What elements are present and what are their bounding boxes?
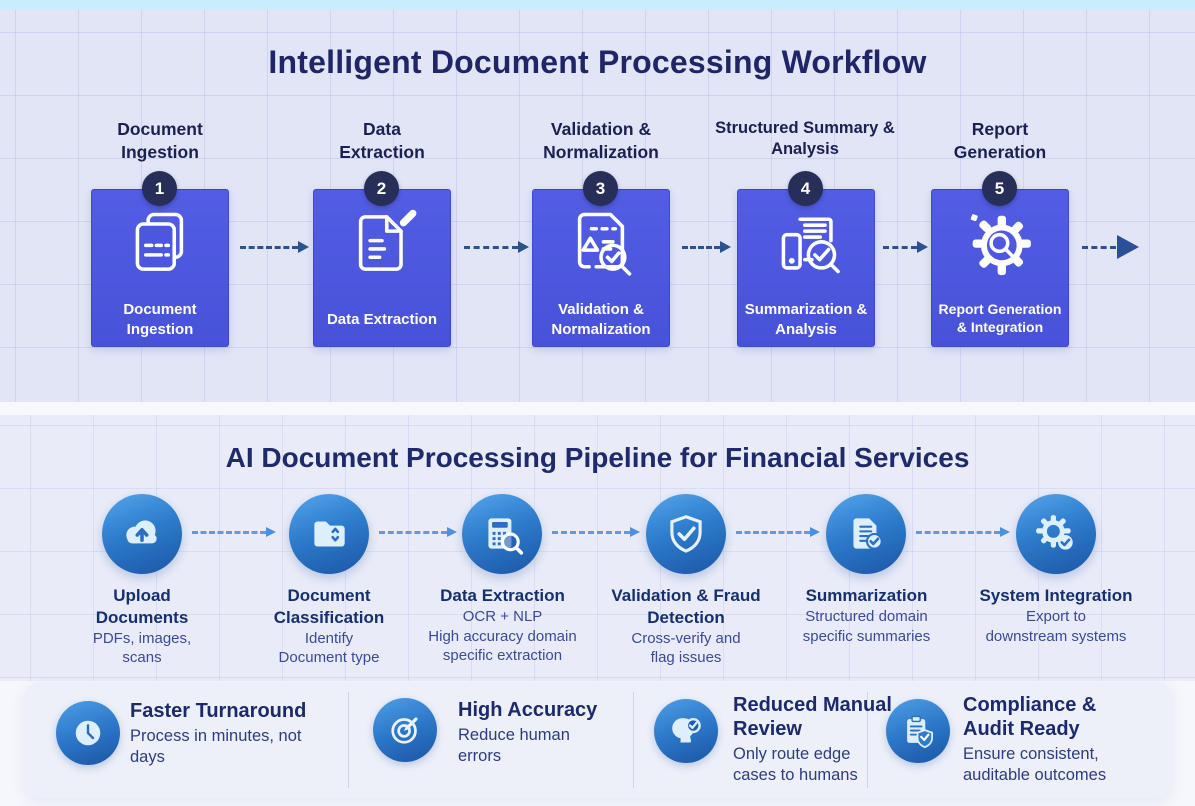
step-box-4 (737, 189, 875, 347)
head-check-icon (654, 699, 718, 763)
benefit-card-faster-turnaround: Faster Turnaround Process in minutes, no… (130, 699, 325, 768)
stage-title: System Integration (979, 586, 1133, 605)
benefit-card-reduced-review: Reduced Manual Review Only route edge ca… (733, 693, 908, 786)
stacked-documents-icon (91, 205, 229, 281)
stage-title: Data Extraction (440, 586, 565, 605)
stage-description: PDFs, images, scans (92, 629, 192, 667)
benefit-description: Process in minutes, not days (130, 727, 302, 767)
benefit-title: Faster Turnaround (130, 700, 307, 722)
step-box-label-4: Summarization & Analysis (744, 301, 868, 338)
pipeline-section-background (0, 415, 1195, 681)
step-box-label-1: Document Ingestion (123, 301, 197, 338)
stage-label-classification: Document Classification Identify Documen… (254, 585, 404, 668)
pipeline-arrow-2 (379, 527, 457, 537)
panel-divider (348, 692, 349, 788)
benefit-description: Ensure consistent, auditable outcomes (963, 745, 1107, 785)
stage-description: Structured domain specific summaries (802, 607, 931, 645)
step-number-badge-1: 1 (142, 171, 177, 206)
workflow-arrow-2 (464, 241, 529, 253)
stage-title: Document Classification (273, 586, 385, 627)
step-top-label-3: Validation & Normalization (543, 119, 659, 162)
benefit-description: Reduce human errors (458, 726, 570, 766)
benefit-card-compliance: Compliance & Audit Ready Ensure consiste… (963, 693, 1173, 786)
step-top-label-4: Structured Summary & Analysis (715, 119, 895, 159)
step-box-label-2: Data Extraction (326, 311, 438, 328)
pipeline-arrow-3 (552, 527, 640, 537)
shield-check-icon (646, 494, 726, 574)
step-number-badge-3: 3 (583, 171, 618, 206)
stage-label-extraction: Data Extraction OCR + NLP High accuracy … (410, 585, 595, 666)
step-top-label-2: Data Extraction (339, 119, 425, 162)
stage-label-integration: System Integration Export to downstream … (976, 585, 1136, 646)
stage-subtitle: OCR + NLP (462, 607, 543, 625)
step-number-badge-2: 2 (364, 171, 399, 206)
top-accent-strip (0, 0, 1195, 10)
devices-magnifier-icon (737, 205, 875, 281)
benefit-description: Only route edge cases to humans (733, 745, 858, 785)
workflow-arrow-3 (682, 241, 731, 253)
stage-description: Export to downstream systems (985, 607, 1127, 645)
folder-icon (289, 494, 369, 574)
target-icon (373, 698, 437, 762)
stage-description: Cross-verify and flag issues (631, 629, 741, 667)
stage-description: Identify Document type (278, 629, 380, 667)
gears-check-icon (1016, 494, 1096, 574)
benefit-title: High Accuracy (458, 699, 598, 721)
calculator-magnifier-icon (462, 494, 542, 574)
stage-description: High accuracy domain specific extraction (428, 627, 577, 665)
step-box-label-3: Validation & Normalization (551, 301, 651, 338)
document-check-icon (826, 494, 906, 574)
section-divider (0, 402, 1195, 415)
panel-divider (867, 692, 868, 788)
step-number-badge-5: 5 (982, 171, 1017, 206)
step-number-badge-4: 4 (788, 171, 823, 206)
document-check-magnifier-icon (532, 205, 670, 281)
benefit-title: Reduced Manual Review (733, 694, 892, 740)
benefits-panel (24, 682, 1172, 798)
stage-label-summarization: Summarization Structured domain specific… (779, 585, 954, 646)
stage-label-upload: Upload Documents PDFs, images, scans (77, 585, 207, 668)
stage-title: Summarization (805, 586, 928, 605)
step-box-label-5: Report Generation & Integration (938, 301, 1062, 336)
stage-title: Upload Documents (95, 586, 189, 627)
workflow-title: Intelligent Document Processing Workflow (268, 44, 927, 80)
benefit-card-high-accuracy: High Accuracy Reduce human errors (458, 698, 633, 767)
workflow-arrow-4 (883, 241, 928, 253)
benefit-title: Compliance & Audit Ready (963, 694, 1097, 740)
pipeline-arrow-1 (192, 527, 276, 537)
workflow-arrow-final (1082, 235, 1139, 259)
gear-magnifier-icon (931, 205, 1069, 281)
stage-label-validation: Validation & Fraud Detection Cross-verif… (611, 585, 761, 668)
pipeline-arrow-5 (916, 527, 1010, 537)
workflow-arrow-1 (240, 241, 309, 253)
clipboard-shield-icon (886, 699, 950, 763)
pipeline-title: AI Document Processing Pipeline for Fina… (225, 442, 970, 473)
pipeline-arrow-4 (736, 527, 820, 537)
panel-divider (633, 692, 634, 788)
cloud-upload-icon (102, 494, 182, 574)
stage-title: Validation & Fraud Detection (611, 586, 761, 627)
step-top-label-5: Report Generation (953, 119, 1047, 162)
clock-icon (56, 701, 120, 765)
document-edit-icon (313, 205, 451, 281)
step-top-label-1: Document Ingestion (117, 119, 203, 162)
